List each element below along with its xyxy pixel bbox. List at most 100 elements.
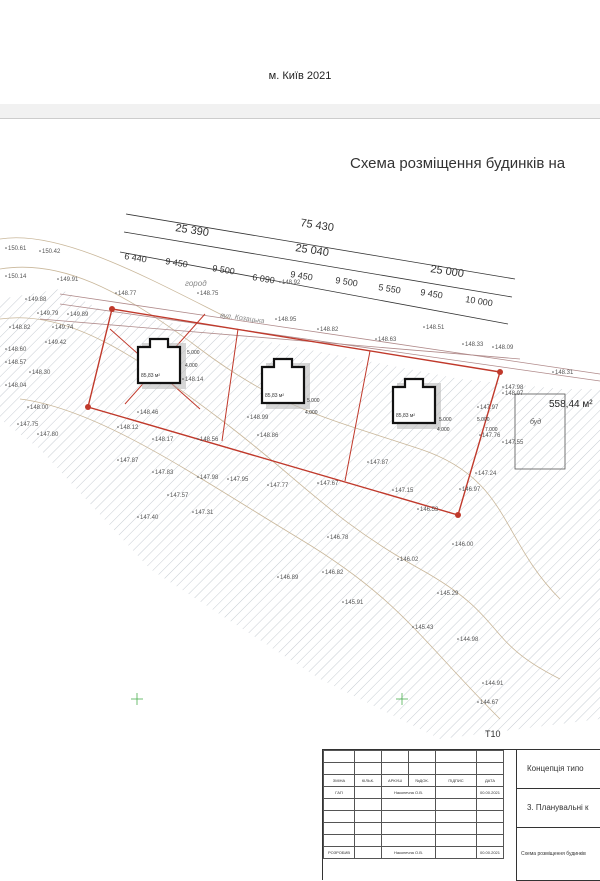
elevation-label: 144.67 xyxy=(480,700,499,706)
elevation-label: 148.46 xyxy=(140,410,159,416)
title-block-table: ЗМІНА КІЛЬК. АРКУШ №ДОК. ПІДПИС ДАТА ГАП… xyxy=(323,750,504,859)
elevation-label: 146.82 xyxy=(325,570,344,576)
plot-divider-1 xyxy=(221,328,239,442)
elevation-label: 147.75 xyxy=(20,422,39,428)
house-2[interactable]: 85,83 м² xyxy=(260,357,310,409)
elevation-label: 146.89 xyxy=(280,575,299,581)
elevation-label: 148.09 xyxy=(495,345,514,351)
elevation-label: 148.07 xyxy=(505,391,524,397)
elevation-label: 148.12 xyxy=(120,425,139,431)
street-lines xyxy=(39,293,600,382)
dimension-label: 9 500 xyxy=(335,275,359,288)
elevation-label: 147.95 xyxy=(230,477,249,483)
elevation-label: 147.15 xyxy=(395,488,414,494)
elevation-label: 149.42 xyxy=(48,340,67,346)
elevation-label: 148.75 xyxy=(200,291,219,297)
header-sheet: АРКУШ xyxy=(381,774,409,787)
plot-divider-2 xyxy=(344,350,371,482)
header-qty: КІЛЬК. xyxy=(354,774,382,787)
elevation-label: 149.74 xyxy=(55,325,74,331)
elevation-label: 148.33 xyxy=(465,342,484,348)
elevation-label: 146.00 xyxy=(455,542,474,548)
row-date: 00.00.2021 xyxy=(476,846,504,859)
elevation-label: 148.31 xyxy=(555,370,574,376)
elevation-label: 148.30 xyxy=(32,370,51,376)
elevation-label: 144.98 xyxy=(460,637,479,643)
project-title: Концепція типо xyxy=(516,750,600,789)
elevation-label: 144.91 xyxy=(485,681,504,687)
dimension-label: 6 090 xyxy=(252,272,276,285)
elevation-label: 147.31 xyxy=(195,510,214,516)
elevation-label: 147.24 xyxy=(478,471,497,477)
elevation-label: 147.80 xyxy=(40,432,59,438)
shed-label: буд xyxy=(530,418,541,426)
elevation-label: 148.04 xyxy=(8,383,27,389)
title-block: ЗМІНА КІЛЬК. АРКУШ №ДОК. ПІДПИС ДАТА ГАП… xyxy=(322,749,600,881)
house-1[interactable]: 85,83 м² xyxy=(136,337,186,389)
previous-page: м. Київ 2021 xyxy=(0,0,600,105)
setback-label: 5.000 xyxy=(187,350,200,356)
terrain-hatch xyxy=(0,289,600,739)
contour-lines xyxy=(0,237,561,720)
row-date: 00.00.2021 xyxy=(476,786,504,799)
dimension-label: 9 500 xyxy=(212,263,236,276)
elevation-label: 145.91 xyxy=(345,600,364,606)
section-title: 3. Планувальні к xyxy=(516,789,600,828)
row-name: Наконечна О.В. xyxy=(381,786,436,799)
dimension-label: 9 450 xyxy=(290,269,314,282)
dimension-total: 75 430 xyxy=(300,217,335,234)
house-area: 85,83 м² xyxy=(141,373,160,379)
elevation-label: 150.61 xyxy=(8,246,27,252)
dimension-label: 6 440 xyxy=(124,251,148,264)
elevation-label: 146.02 xyxy=(400,557,419,563)
dimension-lines xyxy=(119,213,516,325)
setback-label: 4.000 xyxy=(305,410,318,416)
boundary-points xyxy=(85,306,503,518)
header-change: ЗМІНА xyxy=(323,774,355,787)
house-area: 85,83 м² xyxy=(265,393,284,399)
dimension-label: 9 450 xyxy=(420,287,444,300)
elevation-label: 148.60 xyxy=(8,347,27,353)
setback-label: 5.000 xyxy=(307,398,320,404)
shed-outline xyxy=(514,393,566,470)
setback-label: 7.000 xyxy=(485,427,498,433)
elevation-label: 148.92 xyxy=(282,280,301,286)
elevation-label: 146.53 xyxy=(420,507,439,513)
elevation-label: 146.97 xyxy=(462,487,481,493)
elevation-label: 150.42 xyxy=(42,249,61,255)
setback-label: 5.000 xyxy=(439,417,452,423)
city-year: м. Київ 2021 xyxy=(268,70,332,82)
elevation-label: 147.83 xyxy=(155,470,174,476)
elevation-label: 150.14 xyxy=(8,274,27,280)
elevation-label: 147.76 xyxy=(482,433,501,439)
row-role: РОЗРОБИВ xyxy=(323,846,355,859)
elevation-label: 148.17 xyxy=(155,437,174,443)
elevation-label: 148.82 xyxy=(12,325,31,331)
elevation-label: 149.79 xyxy=(40,311,59,317)
drawing-title: Схема розміщення будинків на xyxy=(350,155,566,172)
elevation-label: 147.40 xyxy=(140,515,159,521)
setback-label: 5.000 xyxy=(477,417,490,423)
row-name: Наконечна О.В. xyxy=(381,846,436,859)
dimension-label: 10 000 xyxy=(465,294,494,308)
header-date: ДАТА xyxy=(476,774,504,787)
elevation-label: 147.98 xyxy=(200,475,219,481)
elevation-label: 148.86 xyxy=(260,433,279,439)
elevation-label: 145.43 xyxy=(415,625,434,631)
dimension-label: 25 390 xyxy=(175,222,210,239)
setback-label: 4.000 xyxy=(185,363,198,369)
house-3[interactable]: 85,83 м² xyxy=(391,377,441,429)
elevation-label: 148.57 xyxy=(8,360,27,366)
elevation-label: 148.56 xyxy=(200,437,219,443)
elevation-label: 147.77 xyxy=(270,483,289,489)
elevation-label: 147.67 xyxy=(320,481,339,487)
elevation-label: 148.77 xyxy=(118,291,137,297)
elevation-label: 147.87 xyxy=(370,460,389,466)
elevation-label: 145.29 xyxy=(440,591,459,597)
elevation-label: 147.57 xyxy=(170,493,189,499)
elevation-label: 147.98 xyxy=(505,385,524,391)
setback-label: 4.000 xyxy=(437,427,450,433)
